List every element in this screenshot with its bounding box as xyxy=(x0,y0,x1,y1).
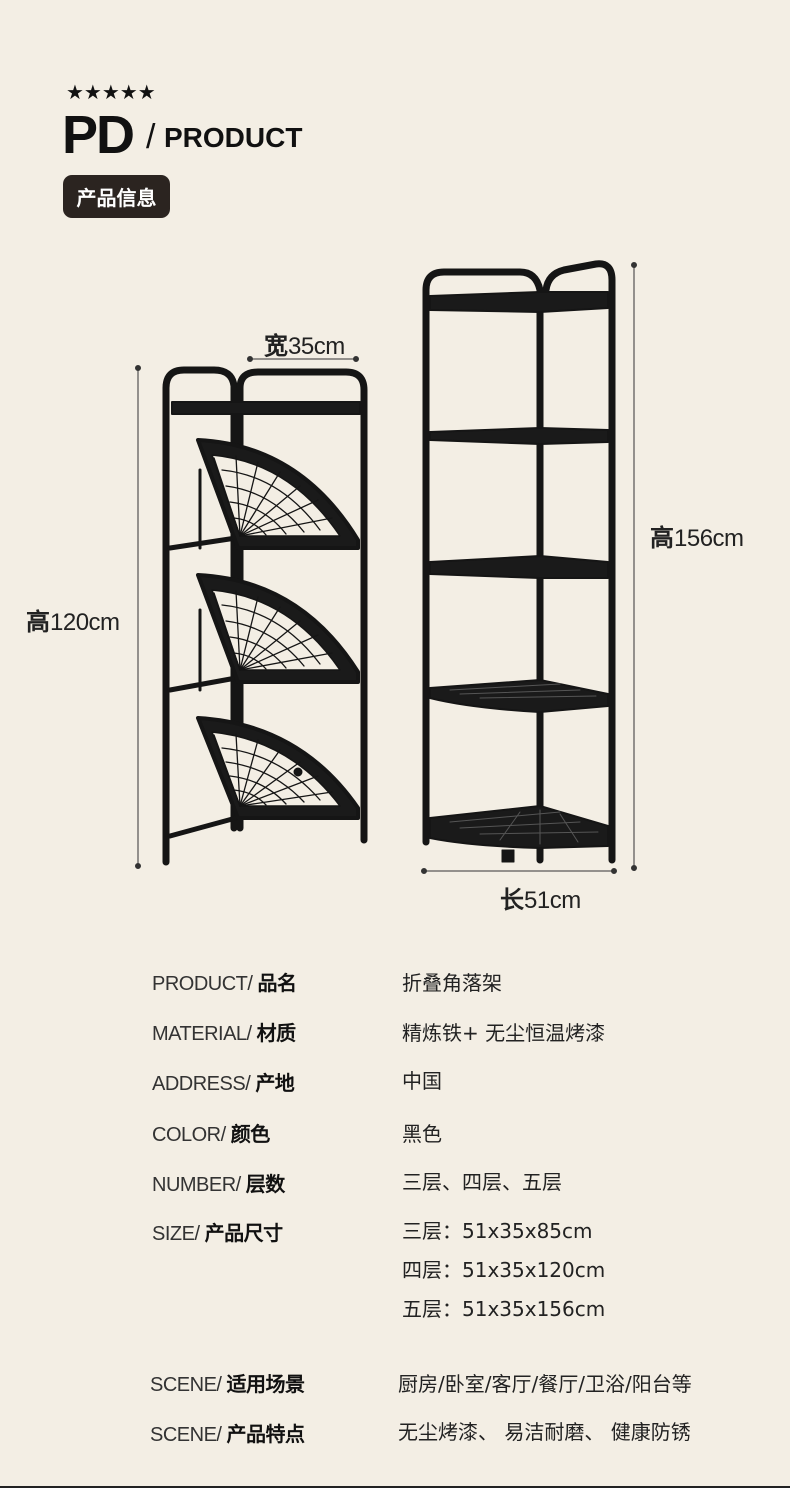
scene-label-usage: SCENE/ 适用场景 xyxy=(150,1372,305,1396)
bottom-divider xyxy=(0,1486,790,1488)
spec-value-address: 中国 xyxy=(402,1069,442,1093)
spec-value-size-3: 三层：51x35x85cm xyxy=(402,1219,593,1243)
spec-label-size: SIZE/ 产品尺寸 xyxy=(152,1221,283,1245)
spec-label-color: COLOR/ 颜色 xyxy=(152,1122,270,1146)
pd-logo: PD xyxy=(62,105,135,165)
spec-value-size-4: 四层：51x35x120cm xyxy=(402,1258,606,1282)
product-heading: PRODUCT xyxy=(164,122,303,153)
shelf-illustration xyxy=(135,260,637,874)
product-info-badge: 产品信息 xyxy=(63,175,170,218)
spec-value-color: 黑色 xyxy=(402,1122,442,1146)
spec-label-address: ADDRESS/ 产地 xyxy=(152,1071,295,1095)
height-left-label: 高120cm xyxy=(26,608,120,636)
spec-label-product: PRODUCT/ 品名 xyxy=(152,971,297,995)
spec-value-product: 折叠角落架 xyxy=(402,971,502,995)
height-right-label: 高156cm xyxy=(650,524,744,552)
length-label: 长51cm xyxy=(500,886,581,914)
spec-value-material: 精炼铁+ 无尘恒温烤漆 xyxy=(402,1021,606,1045)
spec-value-size-5: 五层：51x35x156cm xyxy=(402,1297,606,1321)
rating-stars: ★★★★★ xyxy=(66,80,156,104)
spec-label-number: NUMBER/ 层数 xyxy=(152,1172,285,1196)
spec-value-number: 三层、四层、五层 xyxy=(402,1170,562,1194)
logo-slash: / xyxy=(146,118,156,156)
folding-shelf-left xyxy=(162,366,368,866)
width-label: 宽35cm xyxy=(264,332,345,360)
spec-label-material: MATERIAL/ 材质 xyxy=(152,1021,296,1045)
scene-value-features: 无尘烤漆、 易洁耐磨、 健康防锈 xyxy=(398,1420,691,1444)
corner-shelf-right xyxy=(422,260,616,864)
scene-label-features: SCENE/ 产品特点 xyxy=(150,1422,305,1446)
scene-value-usage: 厨房/卧室/客厅/餐厅/卫浴/阳台等 xyxy=(398,1372,692,1396)
